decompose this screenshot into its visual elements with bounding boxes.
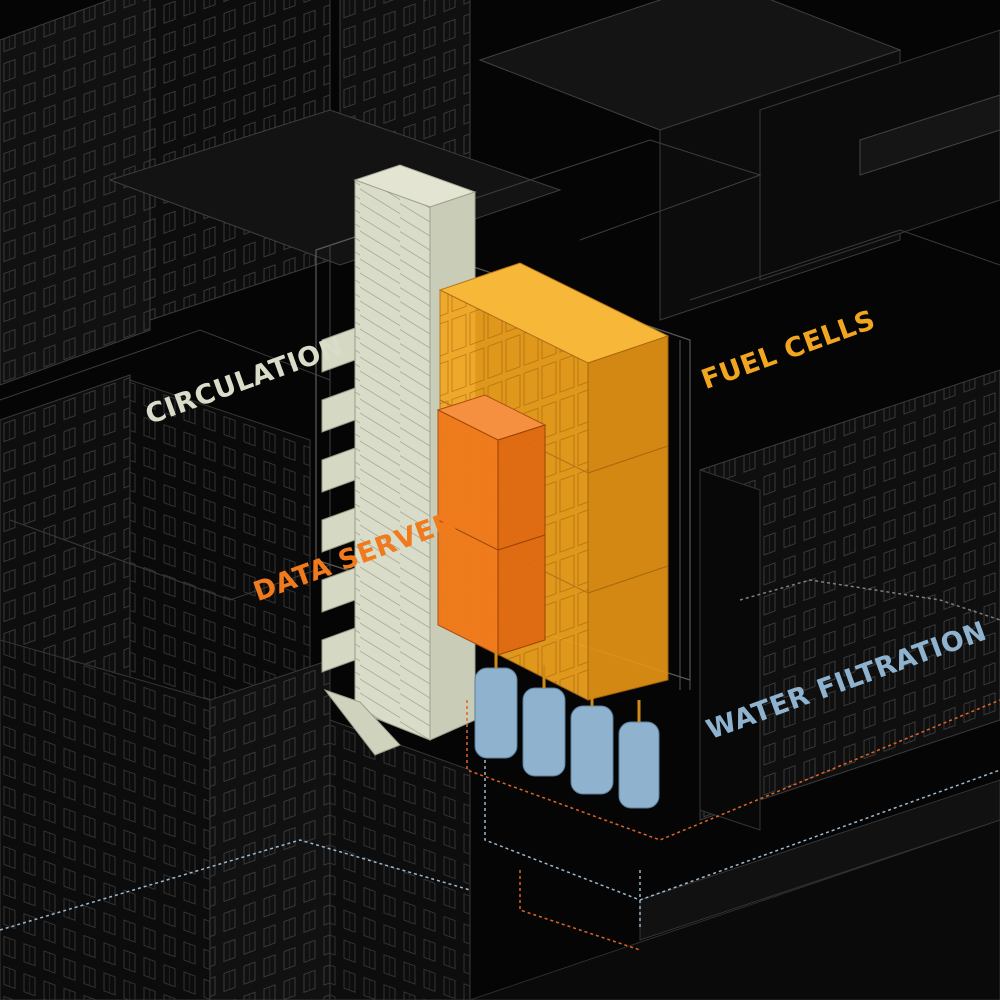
conduit-lines: [0, 579, 1000, 951]
data-servers-block: [436, 394, 547, 656]
water-filtration-tanks: [474, 650, 660, 809]
